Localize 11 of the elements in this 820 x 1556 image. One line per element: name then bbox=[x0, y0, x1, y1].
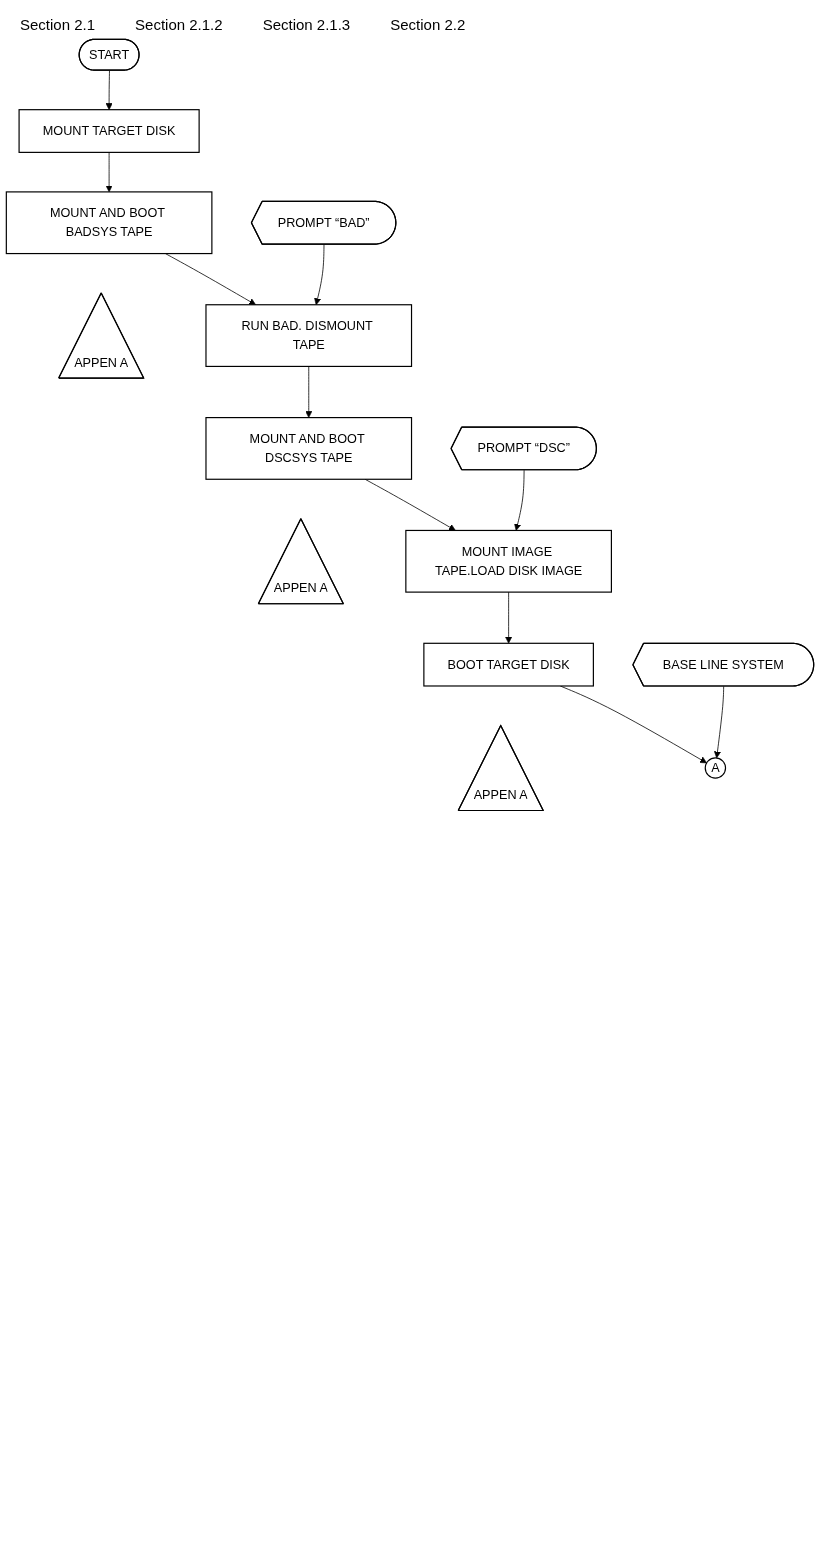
section-note: Section 2.1.2 bbox=[135, 16, 223, 33]
section-note: Section 2.1.3 bbox=[262, 16, 351, 33]
node-box: MOUNT AND BOOT DSCSYS TAPE bbox=[205, 417, 413, 480]
node-box: MOUNT TARGET DISK bbox=[18, 109, 200, 153]
node-box: MOUNT AND BOOT BADSYS TAPE bbox=[5, 191, 213, 255]
node-box: MOUNT IMAGE TAPE.LOAD DISK IMAGE bbox=[405, 529, 612, 593]
node-box: RUN BAD. DISMOUNT TAPE bbox=[205, 304, 413, 367]
node-box: BOOT TARGET DISK bbox=[423, 642, 594, 687]
section-note: Section 2.2 bbox=[390, 16, 466, 33]
node-circle: A bbox=[704, 757, 727, 779]
section-note: Section 2.1 bbox=[20, 16, 96, 33]
